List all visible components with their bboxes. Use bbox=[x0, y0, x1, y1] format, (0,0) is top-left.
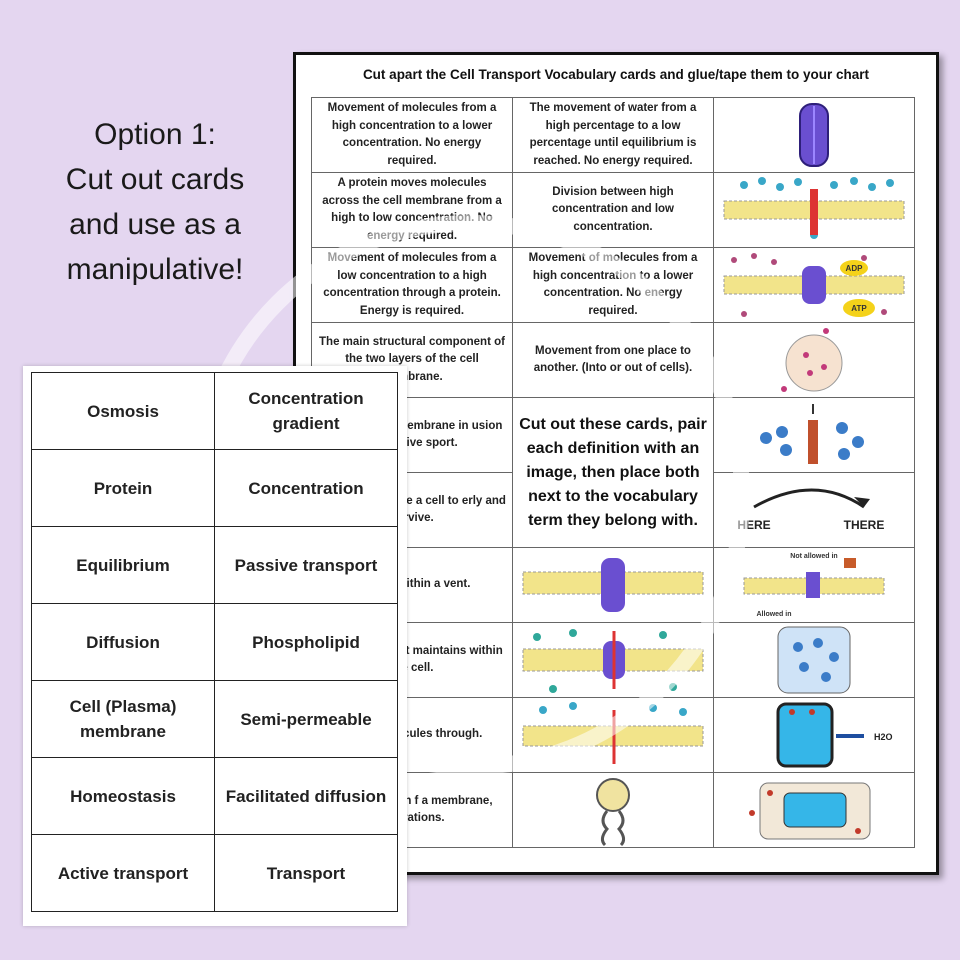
instruction-cell: Cut out these cards, pair each definitio… bbox=[512, 397, 714, 548]
vocab-card[interactable]: Concentration gradient bbox=[214, 372, 398, 450]
definition-cell: Division between high concentration and … bbox=[512, 172, 714, 248]
vocab-card[interactable]: Cell (Plasma) membrane bbox=[31, 680, 215, 758]
semi-permeable-image: Not allowed in Allowed in bbox=[713, 547, 915, 623]
here-label: HERE bbox=[737, 518, 770, 532]
definition-cell: A protein moves molecules across the cel… bbox=[311, 172, 513, 248]
vocab-card[interactable]: Passive transport bbox=[214, 526, 398, 604]
plasma-membrane-image bbox=[713, 772, 915, 848]
definition-cell: The movement of water from a high percen… bbox=[512, 97, 714, 173]
allowed-label: Allowed in bbox=[757, 611, 792, 618]
vocab-card[interactable]: Equilibrium bbox=[31, 526, 215, 604]
vocab-card[interactable]: Phospholipid bbox=[214, 603, 398, 681]
vocab-card[interactable]: Protein bbox=[31, 449, 215, 527]
vocab-card[interactable]: Homeostasis bbox=[31, 757, 215, 835]
atp-label: ATP bbox=[851, 304, 867, 313]
vocab-card[interactable]: Active transport bbox=[31, 834, 215, 912]
vocab-card[interactable]: Facilitated diffusion bbox=[214, 757, 398, 835]
there-label: THERE bbox=[844, 518, 885, 532]
osmosis-cell-image: H2O bbox=[713, 697, 915, 773]
cell-circle-image bbox=[713, 322, 915, 398]
option-line: Cut out cards bbox=[65, 163, 245, 196]
option-line: manipulative! bbox=[66, 253, 244, 286]
worksheet-title: Cut apart the Cell Transport Vocabulary … bbox=[362, 67, 870, 82]
facilitated-membrane-image bbox=[512, 697, 714, 773]
vocab-card[interactable]: Osmosis bbox=[31, 372, 215, 450]
equilibrium-image bbox=[713, 622, 915, 698]
option-line: and use as a bbox=[69, 208, 241, 241]
concentration-gradient-image bbox=[713, 397, 915, 473]
protein-pump-image bbox=[512, 622, 714, 698]
vocab-card[interactable]: Concentration bbox=[214, 449, 398, 527]
membrane-protein-image bbox=[512, 547, 714, 623]
diffusion-membrane-image bbox=[713, 172, 915, 248]
option-line: Option 1: bbox=[94, 118, 216, 151]
definition-cell: Movement of molecules from a high concen… bbox=[311, 97, 513, 173]
vocab-card[interactable]: Transport bbox=[214, 834, 398, 912]
adp-label: ADP bbox=[846, 264, 864, 273]
vocab-card[interactable]: Semi-permeable bbox=[214, 680, 398, 758]
option-caption: Option 1: Cut out cards and use as a man… bbox=[40, 112, 270, 292]
here-there-image: HERE THERE bbox=[713, 472, 915, 548]
not-allowed-label: Not allowed in bbox=[790, 553, 837, 560]
protein-channel-image bbox=[713, 97, 915, 173]
active-transport-image: ADP ATP bbox=[713, 247, 915, 323]
definition-cell: Movement of molecules from a low concent… bbox=[311, 247, 513, 323]
phospholipid-image bbox=[512, 772, 714, 848]
definition-cell: Movement from one place to another. (Int… bbox=[512, 322, 714, 398]
definition-cell: Movement of molecules from a high concen… bbox=[512, 247, 714, 323]
h2o-label: H2O bbox=[874, 732, 893, 742]
vocab-card[interactable]: Diffusion bbox=[31, 603, 215, 681]
